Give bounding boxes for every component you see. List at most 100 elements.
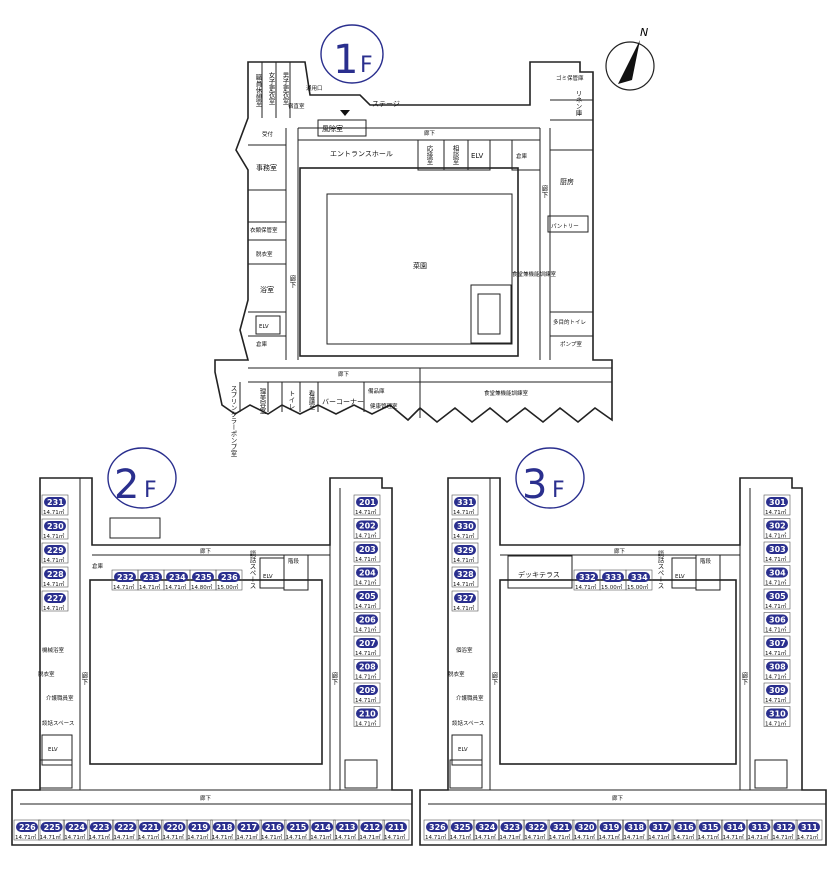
guest-room-outline [763, 565, 791, 586]
guest-room-outline [763, 494, 791, 516]
room-number: 325 [454, 823, 471, 832]
room-changing-3f: 脱衣室 [448, 670, 465, 678]
guest-room-outline [333, 819, 361, 841]
guest-room-outline [353, 588, 381, 610]
guest-room-outline [215, 569, 243, 591]
corridor-2f-right: 廊下 [330, 671, 338, 687]
room-area: 14.71㎡ [765, 579, 787, 587]
guest-room-outline [284, 819, 311, 841]
room-number-badge [114, 822, 137, 832]
plan-2f: 倉庫 廊下 廊下 廊下 廊下 談話スペース ELV 階段 機械浴室 脱衣室 介護… [11, 477, 413, 846]
room-windbreak: 風除室 [322, 124, 343, 133]
room-number-badge [356, 497, 378, 507]
room-area: 14.71㎡ [355, 626, 377, 634]
room-number-badge [356, 567, 378, 578]
room-number-badge [766, 614, 788, 625]
room-number: 320 [578, 823, 595, 832]
room-number: 231 [47, 498, 64, 507]
room-number: 207 [359, 639, 376, 648]
room-number: 310 [769, 710, 786, 719]
north-arrow-icon: N [605, 26, 655, 91]
room-area: 14.71㎡ [113, 583, 135, 591]
room-number: 212 [363, 823, 380, 832]
guest-room-outline [353, 659, 381, 680]
room-number: 213 [339, 823, 356, 832]
room-number: 330 [457, 522, 474, 531]
room-changing-2f: 脱衣室 [38, 670, 55, 678]
room-area: 14.71㎡ [261, 833, 283, 841]
room-area: 14.71㎡ [765, 602, 787, 610]
guest-room-outline [353, 518, 381, 539]
room-area: 14.71㎡ [355, 602, 377, 610]
room-number-badge [65, 822, 88, 832]
room-number-badge [576, 572, 598, 582]
room-number-badge [798, 822, 820, 832]
talk-space-2f-left: 談話スペース [42, 719, 74, 727]
room-number: 217 [240, 823, 257, 832]
room-toilet-bottom: トイレ [287, 390, 295, 410]
room-health-management: 健康管理室 [370, 402, 398, 410]
guest-room-outline [13, 819, 41, 841]
room-bath: 浴室 [260, 285, 274, 294]
guest-room-outline [358, 819, 385, 841]
room-linen: リネン庫 [574, 90, 582, 117]
guest-room-outline [763, 612, 791, 633]
room-area: 14.71㎡ [450, 833, 472, 841]
room-area: 14.71㎡ [165, 583, 187, 591]
room-clothes-storage: 衣類保管室 [250, 226, 278, 234]
guest-room-outline [721, 819, 748, 841]
room-number-badge [356, 614, 378, 625]
room-area: 14.71㎡ [499, 833, 521, 841]
room-number: 233 [143, 573, 160, 582]
corridor-1f-top: 廊下 [424, 129, 436, 137]
guest-room-outline [382, 819, 410, 841]
room-number: 301 [769, 498, 786, 507]
room-number: 219 [191, 823, 208, 832]
room-number: 302 [769, 522, 786, 531]
room-area: 14.71㎡ [212, 833, 234, 841]
guest-room-outline [572, 819, 600, 841]
room-number-badge [602, 572, 624, 582]
elevator-1f-left: ELV [259, 324, 269, 330]
room-area: 14.71㎡ [648, 833, 670, 841]
room-beauty-salon: 理美容室 [258, 388, 266, 415]
room-area: 14.71㎡ [359, 833, 381, 841]
room-number-badge [311, 822, 334, 832]
guest-room-outline [353, 541, 381, 563]
floor-1-suffix: F [360, 53, 373, 78]
room-number: 304 [769, 569, 786, 578]
room-area: 14.71㎡ [797, 833, 819, 841]
room-area: 14.71㎡ [599, 833, 621, 841]
room-number: 303 [769, 545, 786, 554]
room-number-badge [385, 822, 407, 832]
room-number-badge [356, 520, 378, 531]
bar-counter: バーコーナー [322, 398, 364, 406]
room-changing: 脱衣室 [256, 250, 273, 258]
guest-room-outline [161, 819, 188, 841]
room-area: 14.71㎡ [549, 833, 571, 841]
deck-terrace: デッキテラス [518, 570, 560, 579]
room-number-badge [218, 572, 240, 582]
room-office: 事務室 [256, 163, 277, 172]
room-area: 14.71㎡ [623, 833, 645, 841]
floor-3-suffix: F [552, 478, 565, 503]
room-area: 14.71㎡ [236, 833, 258, 841]
guest-room-outline [41, 566, 69, 588]
guest-room-outline [763, 682, 791, 704]
guest-room-outline [451, 494, 479, 516]
elevator-3f-left: ELV [458, 747, 468, 753]
